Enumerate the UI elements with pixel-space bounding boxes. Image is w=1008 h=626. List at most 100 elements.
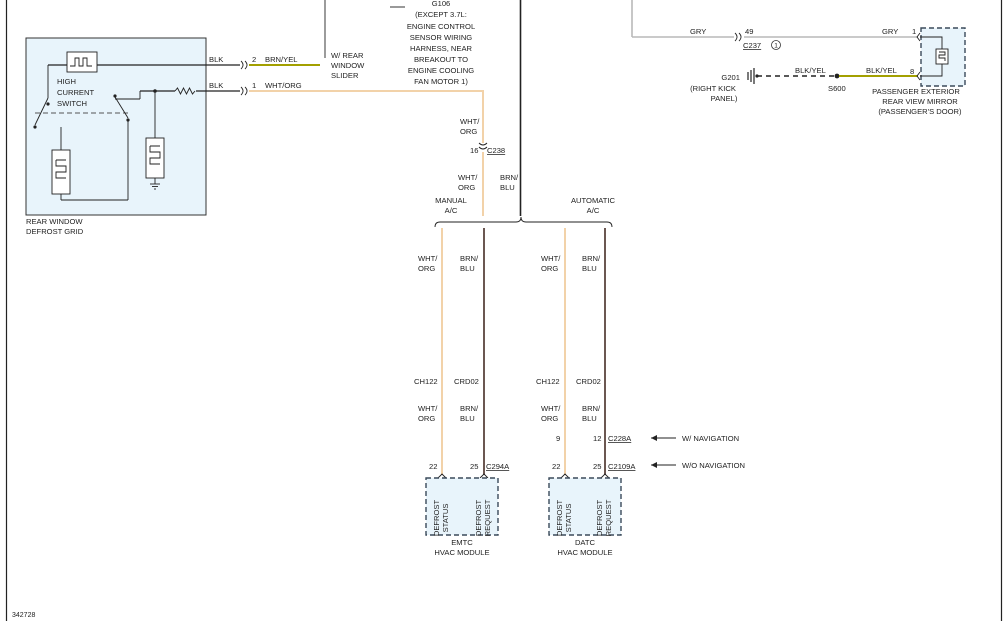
svg-text:STATUS: STATUS [564,504,573,533]
svg-text:CRD02: CRD02 [454,377,479,386]
svg-text:SLIDER: SLIDER [331,71,359,80]
svg-text:ORG: ORG [418,264,435,273]
c237-connector-symbol [734,32,742,42]
svg-text:BREAKOUT TO: BREAKOUT TO [414,55,468,64]
wire-labels-lower: WHT/ ORG BRN/ BLU WHT/ ORG BRN/ BLU [418,404,601,423]
svg-text:BLU: BLU [460,264,475,273]
svg-text:W/ REAR: W/ REAR [331,51,364,60]
svg-text:PASSENGER EXTERIOR: PASSENGER EXTERIOR [872,87,960,96]
svg-text:A/C: A/C [445,206,458,215]
c294a-connector-id: C294A [486,462,510,471]
svg-text:G106: G106 [432,0,451,8]
svg-text:DEFROST: DEFROST [474,500,483,537]
g201-location-2: PANEL) [711,94,738,103]
svg-text:ORG: ORG [541,264,558,273]
wire-label-wht-org: WHT/ORG [265,81,302,90]
connector-symbol-2 [240,86,248,96]
svg-text:BRN/: BRN/ [460,254,479,263]
wire-label-blk-2: BLK [209,81,223,90]
svg-text:ORG: ORG [418,414,435,423]
svg-text:SWITCH: SWITCH [57,99,87,108]
svg-text:STATUS: STATUS [441,504,450,533]
connector-symbol-1 [240,60,248,70]
c237-pin-49: 49 [745,27,753,36]
passenger-mirror: PASSENGER EXTERIOR REAR VIEW MIRROR (PAS… [872,27,966,116]
svg-text:BRN/: BRN/ [460,404,479,413]
s600-label: S600 [828,84,846,93]
g201-label: G201 [721,73,740,82]
svg-text:WHT/: WHT/ [418,404,438,413]
svg-text:DEFROST GRID: DEFROST GRID [26,227,84,236]
emtc-pin-22: 22 [429,462,437,471]
c237-connector-id: C237 [743,41,761,50]
c238-wire-label-top-1: WHT/ [460,117,480,126]
gry-label-left: GRY [690,27,706,36]
svg-text:DEFROST: DEFROST [432,500,441,537]
svg-text:(PASSENGER'S DOOR): (PASSENGER'S DOOR) [878,107,962,116]
svg-text:CH122: CH122 [414,377,438,386]
svg-text:HIGH: HIGH [57,77,76,86]
emtc-pin-ticks [437,473,610,479]
svg-text:REQUEST: REQUEST [483,499,492,536]
brn-blu-label-top-2: BLU [500,183,515,192]
svg-text:BLU: BLU [582,264,597,273]
c238-wire-label-bot-1: WHT/ [458,173,478,182]
svg-text:AUTOMATIC: AUTOMATIC [571,196,616,205]
manual-ac-label: MANUAL A/C [435,196,467,215]
svg-text:FAN MOTOR 1): FAN MOTOR 1) [414,77,468,86]
pin-2: 2 [252,55,256,64]
wire-label-blk-1: BLK [209,55,223,64]
svg-text:CRD02: CRD02 [576,377,601,386]
wire-wht-org-main [249,90,484,143]
g201-ground-icon [747,68,755,84]
c228a-connector-id: C228A [608,434,632,443]
c238-wire-label-bot-2: ORG [458,183,475,192]
wire-labels-upper: WHT/ ORG BRN/ BLU WHT/ ORG BRN/ BLU [418,254,601,273]
svg-text:DEFROST: DEFROST [595,500,604,537]
datc-pin-22: 22 [552,462,560,471]
svg-text:WHT/: WHT/ [418,254,438,263]
with-navigation-label: W/ NAVIGATION [682,434,739,443]
svg-text:EMTC: EMTC [451,538,473,547]
datc-nav-pin-12: 12 [593,434,601,443]
g201-location-1: (RIGHT KICK [690,84,736,93]
svg-text:HARNESS, NEAR: HARNESS, NEAR [410,44,473,53]
svg-text:WHT/: WHT/ [541,404,561,413]
arrow-without-nav-head [651,462,657,468]
svg-text:ORG: ORG [541,414,558,423]
rear-window-defrost-grid: HIGH CURRENT SWITCH REAR WINDOW DEFROST … [25,37,240,236]
svg-text:CH122: CH122 [536,377,560,386]
svg-text:REAR VIEW MIRROR: REAR VIEW MIRROR [882,97,958,106]
circuit-ids: CH122 CRD02 CH122 CRD02 [414,377,601,386]
wire-label-brn-yel: BRN/YEL [265,55,298,64]
blk-yel-label-right: BLK/YEL [866,66,897,75]
c238-wire-label-top-2: ORG [460,127,477,136]
svg-text:BLU: BLU [460,414,475,423]
svg-text:A/C: A/C [587,206,600,215]
note-number: 1 [774,43,778,50]
svg-text:BRN/: BRN/ [582,404,601,413]
emtc-pin-25: 25 [470,462,478,471]
gry-label-right: GRY [882,27,898,36]
datc-nav-pin-9: 9 [556,434,560,443]
c2109a-connector-id: C2109A [608,462,636,471]
mirror-pin-8: 8 [910,67,914,76]
svg-text:MANUAL: MANUAL [435,196,467,205]
emtc-hvac-module: DEFROST STATUS DEFROST REQUEST EMTC HVAC… [425,477,499,557]
c238-pin: 16 [470,146,478,155]
brn-blu-label-top-1: BRN/ [500,173,519,182]
option-brace [434,216,613,228]
svg-text:REQUEST: REQUEST [604,499,613,536]
s600-splice [834,73,840,79]
svg-text:(EXCEPT 3.7L:: (EXCEPT 3.7L: [415,10,467,19]
pin-1: 1 [252,81,256,90]
note-circle [771,40,781,50]
datc-hvac-module: DEFROST STATUS DEFROST REQUEST DATC HVAC… [548,477,622,557]
svg-text:WINDOW: WINDOW [331,61,365,70]
svg-text:SENSOR WIRING: SENSOR WIRING [410,33,473,42]
rear-slider-note: W/ REAR WINDOW SLIDER [331,51,365,80]
svg-text:BRN/: BRN/ [582,254,601,263]
svg-text:HVAC MODULE: HVAC MODULE [434,548,489,557]
c238-connector-symbol [478,142,488,150]
